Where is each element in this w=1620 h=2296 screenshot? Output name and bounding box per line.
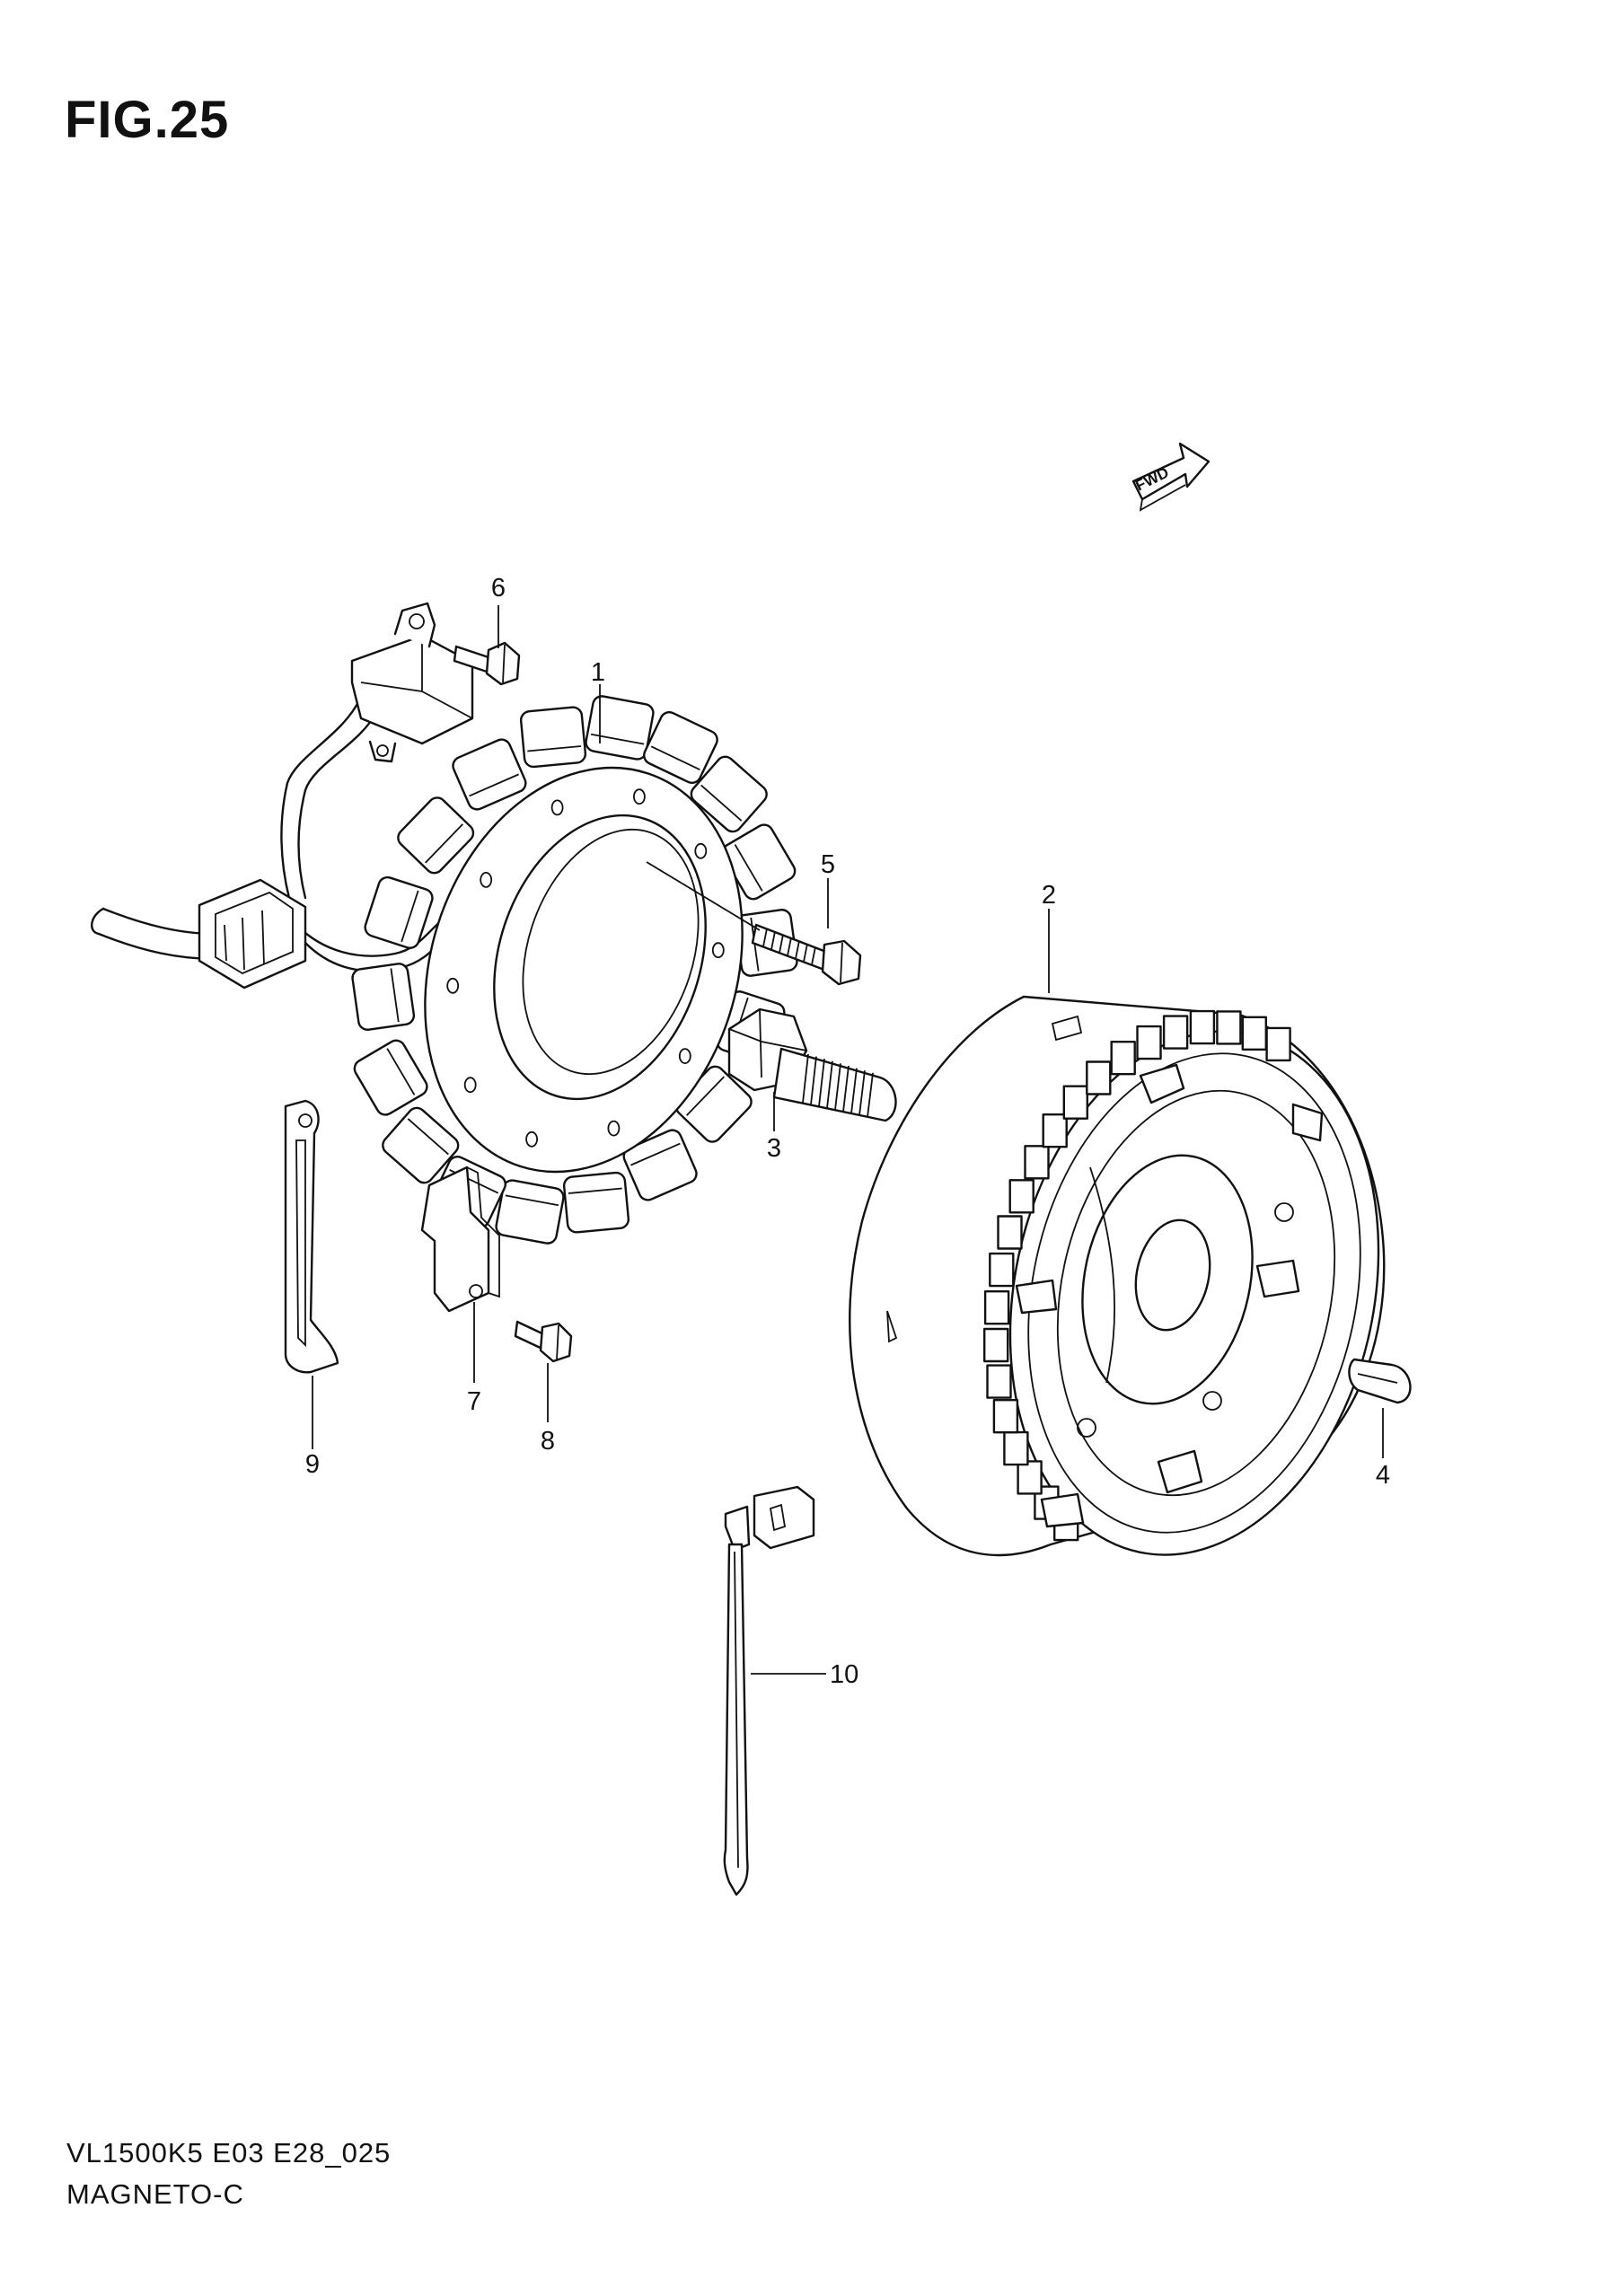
model-code: VL1500K5 E03 E28_025: [66, 2137, 392, 2168]
bracket-part: [420, 1166, 500, 1313]
rotor-part: [849, 995, 1386, 1557]
cable-tie-part: [723, 1485, 815, 1896]
bracket-bolt-part: [514, 1320, 573, 1363]
rotor-bolt-part: [727, 1007, 897, 1122]
callout-3: 3: [767, 1134, 781, 1163]
section-name: MAGNETO-C: [66, 2178, 244, 2210]
clamp-bolt-part: [453, 641, 521, 686]
callout-2: 2: [1042, 881, 1056, 910]
callout-6: 6: [491, 574, 506, 603]
callout-1: 1: [591, 658, 605, 687]
callout-8: 8: [541, 1427, 555, 1456]
figure-title: FIG.25: [65, 91, 230, 149]
callout-9: 9: [305, 1450, 320, 1479]
callout-5: 5: [821, 850, 835, 879]
fwd-arrow-icon: FWD: [1131, 442, 1211, 512]
stator-bolt-part: [751, 923, 862, 986]
clamp-band-part: [284, 1099, 339, 1374]
key-part: [1348, 1358, 1412, 1404]
callout-7: 7: [467, 1387, 481, 1416]
stator-part: [91, 602, 798, 1245]
callout-10: 10: [830, 1660, 858, 1689]
callout-4: 4: [1376, 1461, 1390, 1490]
